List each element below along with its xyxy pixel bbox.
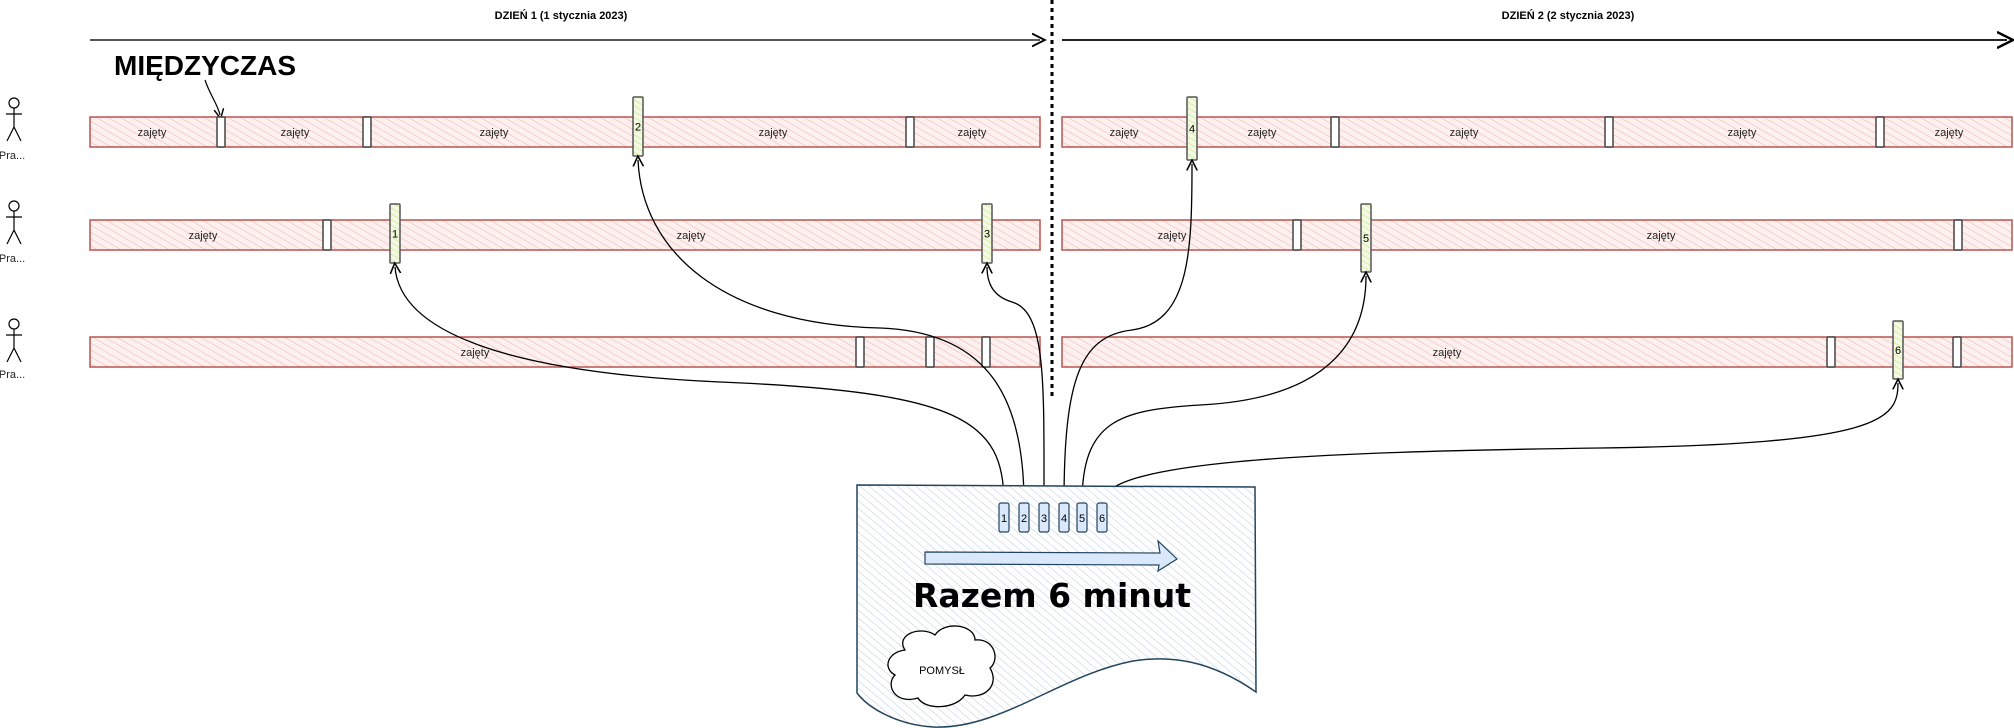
summary-slot-label: 2: [1021, 513, 1027, 525]
break-gap: [1604, 116, 1614, 148]
break-gap: [925, 336, 935, 368]
connector-arrow: [395, 267, 1005, 504]
day2-title: DZIEŃ 2 (2 stycznia 2023): [1502, 9, 1635, 22]
break-gap: [1875, 116, 1885, 148]
break-gap: [1952, 336, 1962, 368]
connector-arrow: [638, 160, 1025, 504]
busy-label: zajęty: [138, 127, 167, 139]
person-label: Pra...: [0, 150, 25, 162]
person-label: Pra...: [0, 369, 25, 381]
cloud-shape: [887, 625, 996, 708]
busy-bar-day2: [1061, 219, 2013, 251]
summary-slot: [1058, 502, 1070, 533]
person-head: [8, 97, 20, 109]
free-slot-label: 2: [635, 122, 641, 134]
break-gap: [981, 336, 991, 368]
busy-label: zajęty: [1450, 127, 1479, 139]
free-slot-label: 5: [1363, 233, 1369, 245]
free-slot-label: 4: [1189, 124, 1195, 136]
summary-slot-label: 5: [1079, 513, 1085, 525]
person-body: [6, 329, 22, 363]
busy-bar-day1: [89, 116, 1041, 148]
busy-label: zajęty: [1433, 347, 1462, 359]
busy-label: zajęty: [1158, 230, 1187, 242]
break-gap: [362, 116, 372, 148]
between-time-annotation: MIĘDZYCZAS: [114, 50, 296, 81]
busy-bar-day2: [1061, 336, 2013, 368]
break-gap: [1953, 219, 1963, 251]
schedule-row: zajęty zajęty zajęty zajęty zajęty zajęty zaję…: [89, 116, 2013, 148]
break-gap: [905, 116, 915, 148]
annotation-arrow: [204, 79, 220, 115]
busy-label: zajęty: [677, 230, 706, 242]
busy-bar-day1: [89, 336, 1041, 368]
busy-label: zajęty: [759, 127, 788, 139]
break-gap: [1330, 116, 1340, 148]
summary-slot: [1076, 502, 1088, 533]
day1-title: DZIEŃ 1 (1 stycznia 2023): [495, 9, 628, 22]
break-gap: [1826, 336, 1836, 368]
free-slot-label: 6: [1895, 345, 1901, 357]
free-slot-label: 1: [392, 229, 398, 241]
busy-label: zajęty: [480, 127, 509, 139]
summary-slot: [998, 502, 1010, 533]
busy-bar-day2: [1061, 116, 2013, 148]
busy-label: zajęty: [281, 127, 310, 139]
person-icon: [6, 97, 22, 142]
busy-label: zajęty: [1647, 230, 1676, 242]
summary-slot: [1038, 502, 1050, 533]
busy-label: zajęty: [1248, 127, 1277, 139]
busy-label: zajęty: [1728, 127, 1757, 139]
person-head: [8, 318, 20, 330]
schedule-row: zajęty zajęty zajęty zajęty: [89, 219, 2013, 251]
break-gap: [855, 336, 865, 368]
right-arrow-icon: [924, 539, 1178, 573]
person-body: [6, 108, 22, 142]
busy-label: zajęty: [1110, 127, 1139, 139]
person-icon: [6, 200, 22, 245]
busy-label: zajęty: [189, 230, 218, 242]
busy-label: zajęty: [958, 127, 987, 139]
summary-slot-label: 4: [1061, 513, 1067, 525]
summary-slot: [1018, 502, 1030, 533]
break-gap: [322, 219, 332, 251]
busy-label: zajęty: [461, 347, 490, 359]
busy-label: zajęty: [1935, 127, 1964, 139]
person-head: [8, 200, 20, 212]
free-slot-label: 3: [984, 229, 990, 241]
summary-slot-label: 6: [1099, 513, 1105, 525]
person-body: [6, 211, 22, 245]
person-icon: [6, 318, 22, 363]
connector-arrow: [1081, 276, 1366, 504]
cloud-label: POMYSŁ: [919, 665, 965, 677]
summary-slot-label: 3: [1041, 513, 1047, 525]
summary-title: Razem 6 minut: [913, 576, 1191, 615]
busy-bar-day1: [89, 219, 1041, 251]
connector-arrow: [987, 267, 1045, 504]
connector-arrow: [1101, 383, 1898, 504]
break-gap: [1292, 219, 1302, 251]
person-label: Pra...: [0, 253, 25, 265]
connector-arrow: [1063, 164, 1192, 504]
summary-slot-label: 1: [1001, 513, 1007, 525]
break-gap: [216, 116, 226, 148]
summary-slot: [1096, 502, 1108, 533]
